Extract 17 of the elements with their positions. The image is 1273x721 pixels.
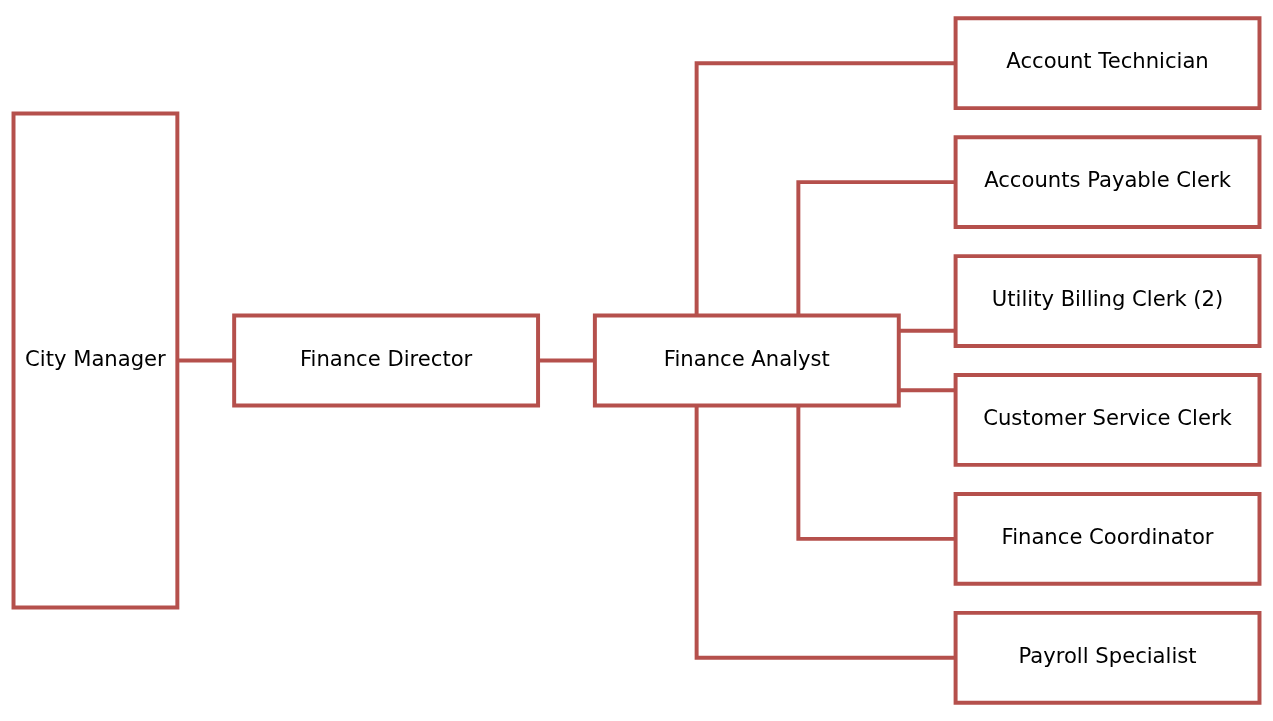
connector — [694, 61, 956, 316]
node-box: Customer Service Clerk — [953, 373, 1262, 467]
node-box: City Manager — [11, 111, 180, 610]
connector — [538, 358, 595, 363]
connector — [694, 405, 956, 660]
node-box: Account Technician — [953, 16, 1262, 111]
connector — [899, 328, 956, 333]
connector — [796, 180, 956, 316]
connector — [899, 388, 956, 393]
node-box: Finance Analyst — [592, 313, 901, 408]
node-box: Accounts Payable Clerk — [953, 135, 1262, 230]
connector — [177, 358, 234, 363]
node-box: Finance Coordinator — [953, 491, 1262, 586]
node-box: Payroll Specialist — [953, 610, 1262, 705]
node-box: Utility Billing Clerk (2) — [953, 254, 1262, 348]
connector — [796, 405, 956, 541]
node-box: Finance Director — [232, 313, 541, 408]
